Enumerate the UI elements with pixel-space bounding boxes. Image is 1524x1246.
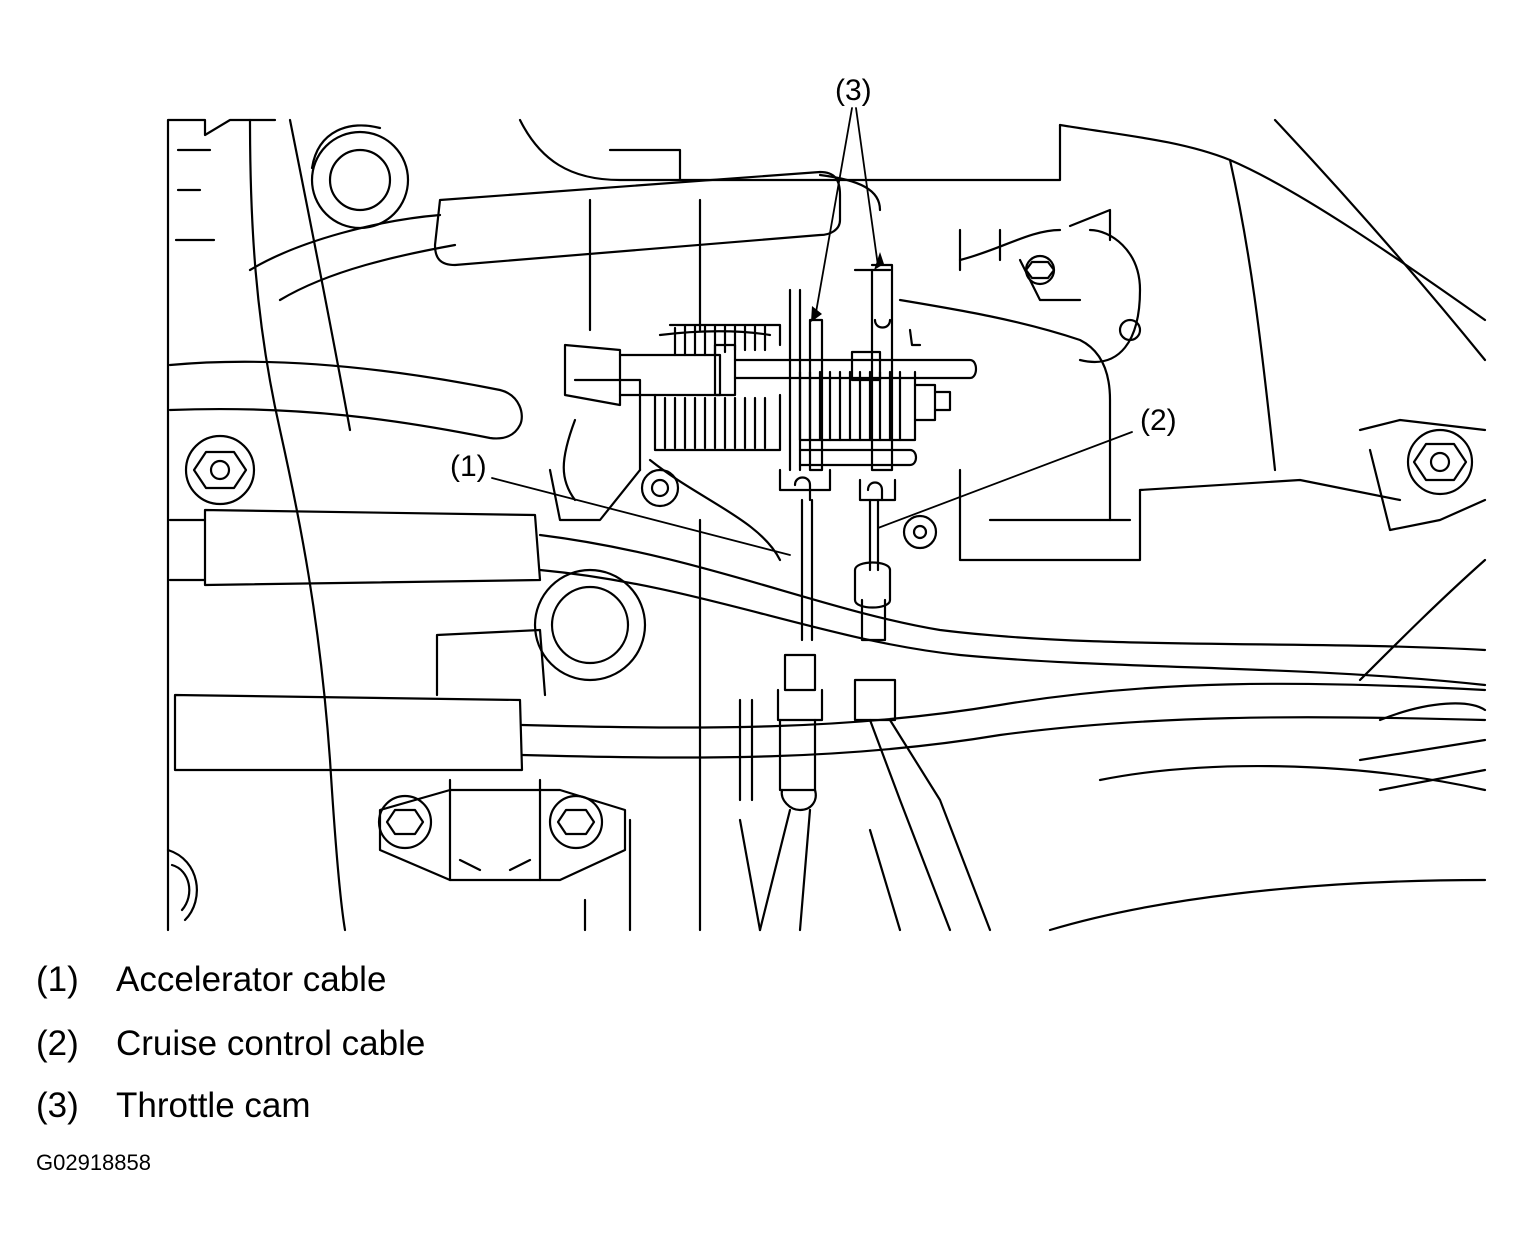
legend-text: Accelerator cable <box>116 960 387 999</box>
legend-number: (1) <box>36 960 79 999</box>
center-boss <box>533 568 647 682</box>
flange-plate <box>377 778 627 882</box>
control-cables <box>738 498 992 932</box>
legend-number: (3) <box>36 1086 79 1125</box>
legend-text: Throttle cam <box>116 1086 311 1125</box>
return-spring <box>563 323 978 452</box>
mounting-bolts <box>166 254 1474 922</box>
callout-3: (3) <box>835 74 872 107</box>
bolt-mid-right <box>902 514 938 550</box>
legend-number: (2) <box>36 1024 79 1063</box>
callout-leaders <box>491 107 1133 556</box>
engine-background <box>166 118 1487 932</box>
upper-left-boss <box>310 124 410 230</box>
callout-2: (2) <box>1140 404 1177 437</box>
ignition-leads <box>168 170 1487 772</box>
callout-1: (1) <box>450 450 487 483</box>
bolt-right <box>1406 428 1474 496</box>
legend-text: Cruise control cable <box>116 1024 426 1063</box>
throttle-body-diagram: (1) (2) (3) <box>166 74 1487 932</box>
bolt-center <box>640 468 680 508</box>
bolt-small-right <box>1118 318 1142 342</box>
bolt-top-right <box>1024 254 1056 286</box>
figure-id: G02918858 <box>36 1150 151 1175</box>
bolt-left <box>184 434 256 506</box>
bottom-left-boss <box>166 848 198 922</box>
